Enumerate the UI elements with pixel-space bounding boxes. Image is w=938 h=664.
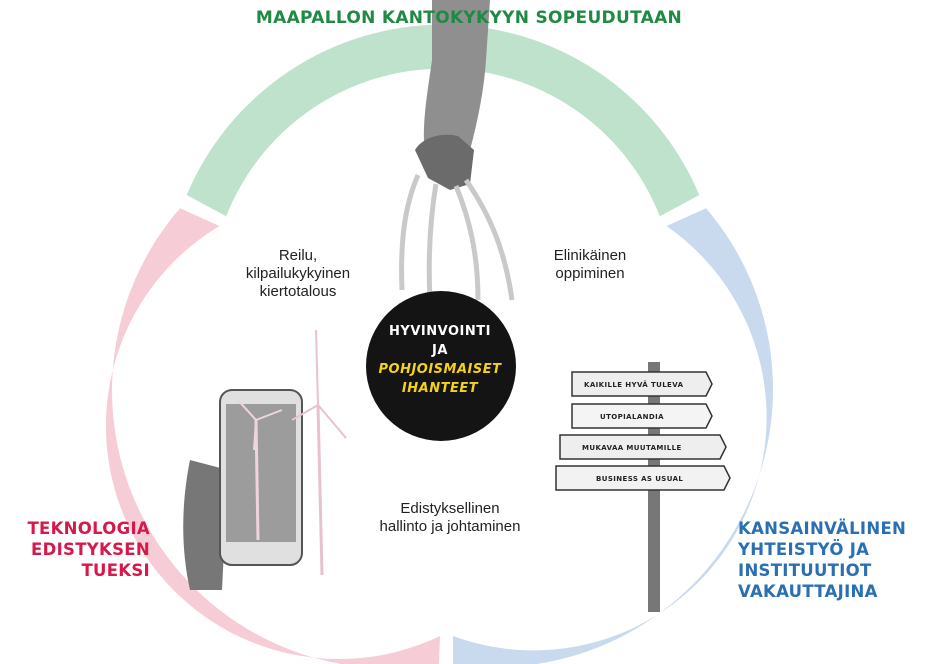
- label-governance: Edistyksellinen hallinto ja johtaminen: [350, 500, 550, 536]
- phone-with-turbines-icon: [183, 329, 347, 590]
- label-line: Reilu,: [278, 247, 318, 264]
- label-line: hallinto ja johtaminen: [379, 518, 521, 535]
- label-lifelong-learning: Elinikäinen oppiminen: [515, 247, 665, 283]
- right-title-line: YHTEISTYÖ JA: [738, 540, 870, 559]
- label-line: oppiminen: [555, 265, 625, 282]
- right-title-line: INSTITUUTIOT: [738, 561, 872, 580]
- left-title-line: TUEKSI: [81, 561, 150, 580]
- signpost-label: KAIKILLE HYVÄ TULEVA: [584, 380, 684, 389]
- signpost-icon: KAIKILLE HYVÄ TULEVA UTOPIALANDIA MUKAVA…: [555, 362, 731, 612]
- center-line-highlight: IHANTEET: [401, 381, 479, 396]
- right-title: KANSAINVÄLINEN YHTEISTYÖ JA INSTITUUTIOT…: [738, 518, 938, 602]
- label-circular-economy: Reilu, kilpailukykyinen kiertotalous: [208, 247, 388, 301]
- top-title: MAAPALLON KANTOKYKYYN SOPEUDUTAAN: [255, 8, 683, 28]
- center-line: HYVINVOINTI: [389, 324, 491, 339]
- ring-segment-top: [186, 24, 700, 217]
- label-line: kiertotalous: [259, 283, 337, 300]
- right-title-line: VAKAUTTAJINA: [738, 582, 878, 601]
- center-text: HYVINVOINTI JA POHJOISMAISET IHANTEET: [360, 322, 520, 398]
- hand-holding-bag-icon: [399, 0, 515, 301]
- label-line: kilpailukykyinen: [245, 265, 351, 282]
- right-title-line: KANSAINVÄLINEN: [738, 519, 907, 538]
- signpost-label: UTOPIALANDIA: [600, 413, 664, 421]
- left-title-line: EDISTYKSEN: [31, 540, 150, 559]
- center-circle: [366, 291, 516, 441]
- label-line: Edistyksellinen: [400, 500, 500, 517]
- signpost-label: BUSINESS AS USUAL: [596, 475, 683, 483]
- left-title-line: TEKNOLOGIA: [27, 519, 150, 538]
- left-title: TEKNOLOGIA EDISTYKSEN TUEKSI: [0, 518, 150, 581]
- label-line: Elinikäinen: [553, 247, 627, 264]
- center-line-highlight: POHJOISMAISET: [378, 362, 502, 377]
- signpost-label: MUKAVAA MUUTAMILLE: [582, 444, 682, 452]
- center-line: JA: [432, 343, 448, 358]
